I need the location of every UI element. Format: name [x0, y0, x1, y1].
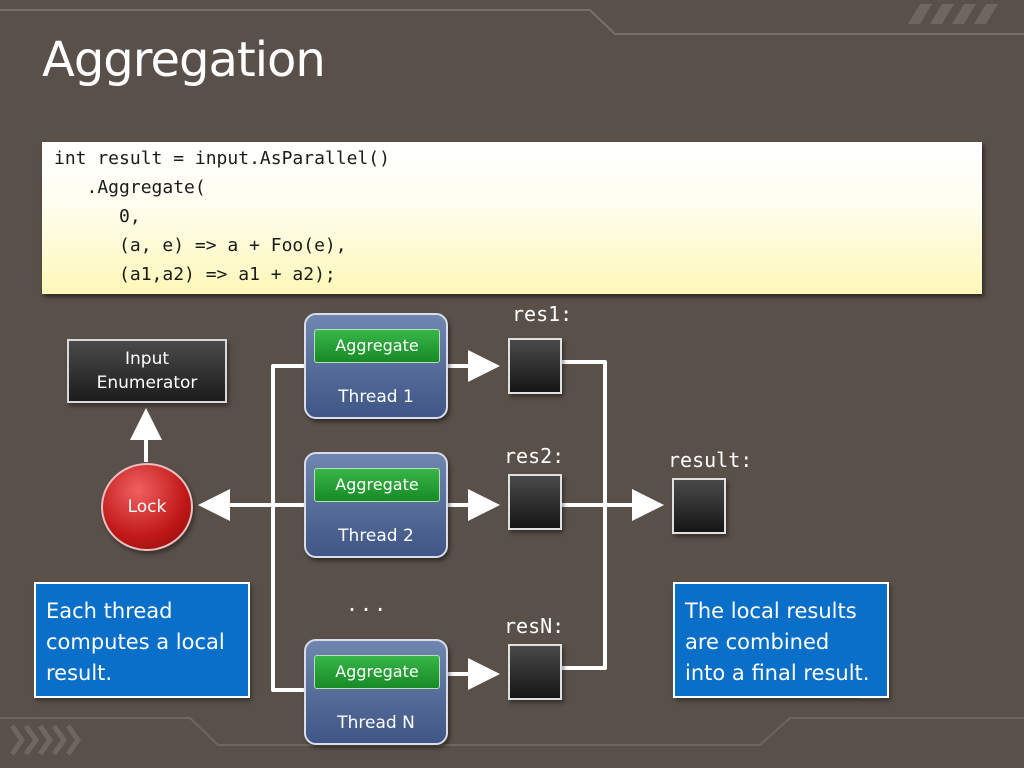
chevron-decoration [9, 724, 82, 756]
final-result-box [672, 478, 726, 534]
callout-line: The local results [685, 599, 857, 623]
res2-box [508, 474, 562, 530]
code-line: (a1,a2) => a1 + a2); [54, 264, 336, 285]
code-line: 0, [54, 206, 141, 227]
aggregate-badge: Aggregate [314, 468, 440, 502]
callout-line: Each thread [46, 599, 173, 623]
thread-label: Thread 1 [338, 387, 414, 407]
callout-line: result. [46, 661, 113, 685]
right-callout: The local results are combined into a fi… [673, 582, 889, 698]
aggregate-badge: Aggregate [314, 655, 440, 689]
enumerator-label: Enumerator [96, 373, 198, 393]
resN-box [508, 644, 562, 700]
code-line: .Aggregate( [54, 177, 206, 198]
left-callout: Each thread computes a local result. [34, 582, 250, 698]
res1-box [508, 338, 562, 394]
input-enumerator-box: Input Enumerator [67, 339, 227, 403]
ellipsis: ... [346, 592, 389, 616]
callout-line: are combined [685, 630, 830, 654]
thread-bus-line [271, 364, 306, 692]
page-title: Aggregation [42, 32, 326, 88]
results-combine-line [562, 360, 607, 670]
stripe-decoration [908, 4, 998, 24]
res2-label: res2: [504, 444, 565, 468]
thread-label: Thread 2 [338, 526, 414, 546]
aggregate-badge: Aggregate [314, 329, 440, 363]
res1-label: res1: [512, 302, 573, 326]
code-block: int result = input.AsParallel() .Aggrega… [42, 142, 982, 294]
resN-label: resN: [504, 614, 565, 638]
code-line: (a, e) => a + Foo(e), [54, 235, 347, 256]
thread-n-box: Aggregate Thread N [304, 639, 448, 745]
thread-2-box: Aggregate Thread 2 [304, 452, 448, 558]
enumerator-label: Input [124, 349, 170, 369]
thread-label: Thread N [337, 713, 415, 733]
final-result-label: result: [668, 448, 753, 472]
callout-line: computes a local [46, 630, 225, 654]
thread-1-box: Aggregate Thread 1 [304, 313, 448, 419]
code-line: int result = input.AsParallel() [54, 148, 390, 169]
callout-line: into a final result. [685, 661, 870, 685]
lock-node: Lock [101, 463, 193, 551]
